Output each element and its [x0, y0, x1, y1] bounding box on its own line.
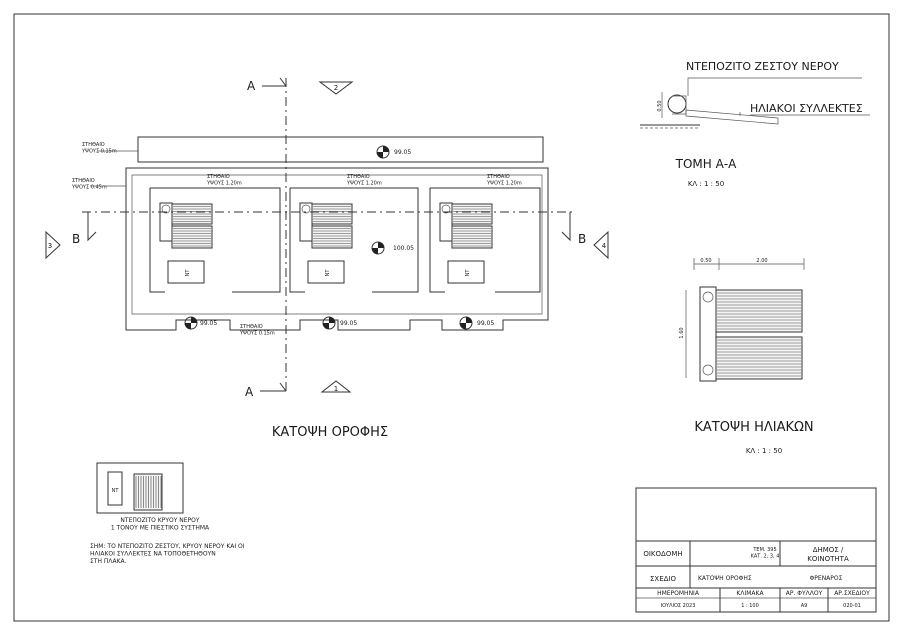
hot-water-tank-label: ΝΤΕΠΟΖΙΤΟ ΖΕΣΤΟΥ ΝΕΡΟΥ	[686, 60, 839, 73]
svg-text:100.05: 100.05	[393, 245, 414, 252]
view-marker-1: 1	[320, 380, 352, 393]
section-arrow-b-right	[561, 212, 571, 242]
unit1-parapet	[149, 187, 281, 293]
tb-drawing-label: ΣΧΕΔΙΟ	[650, 575, 676, 583]
tb-municipality-label: ΔΗΜΟΣ /ΚΟΙΝΟΤΗΤΑ	[807, 546, 849, 563]
tb-municipality-value: ΦΡΕΝΑΡΟΣ	[810, 575, 843, 582]
tb-scale-label: ΚΛΙΜΑΚΑ	[736, 590, 764, 597]
tb-drawing-no-label: ΑΡ.ΣΧΕΔΙΟΥ	[834, 590, 870, 597]
section-arrow-b-left	[87, 212, 97, 242]
svg-text:3: 3	[48, 242, 52, 250]
tb-scale-value: 1 : 100	[741, 603, 759, 609]
tank-label-1: NT	[185, 269, 191, 277]
sheet-border	[13, 13, 890, 622]
level-symbol-center: 100.05	[371, 241, 414, 255]
dim-panels: 2.00	[756, 258, 767, 264]
section-scale: ΚΛ : 1 : 50	[688, 180, 724, 188]
tb-building-label: ΟΙΚΟΔΟΜΗ	[643, 550, 682, 558]
unit2-parapet	[289, 187, 419, 293]
unit3-parapet	[429, 187, 541, 293]
section-arrow-a-bottom	[260, 382, 287, 392]
section-title: ΤΟΜΗ Α-Α	[675, 157, 738, 171]
section-marker-b-left: B	[72, 232, 80, 246]
tb-drawing-value: ΚΑΤΟΨΗ ΟΡΟΦΗΣ	[698, 575, 752, 582]
roof-plan: NT NT NT A A B B 2 1 3 4	[45, 77, 609, 440]
svg-text:99.05: 99.05	[477, 320, 494, 327]
solar-plan-title: ΚΑΤΟΨΗ ΗΛΙΑΚΩΝ	[694, 420, 813, 435]
tank-unit3	[447, 260, 485, 284]
roof-plan-title: ΚΑΤΟΨΗ ΟΡΟΦΗΣ	[272, 425, 388, 440]
tank-unit1	[167, 260, 205, 284]
svg-text:99.05: 99.05	[394, 149, 411, 156]
tb-drawing-no-value: 020-01	[843, 603, 861, 609]
panel-hatching	[173, 206, 491, 247]
svg-text:1: 1	[334, 385, 338, 393]
legend-tank-label: NT	[112, 488, 120, 494]
section-aa: 0.50 ΝΤΕΠΟΖΙΤΟ ΖΕΣΤΟΥ ΝΕΡΟΥ ΗΛΙΑΚΟΙ ΣΥΛΛ…	[640, 60, 870, 188]
svg-text:2: 2	[334, 84, 338, 92]
placement-note: ΣΗΜ: ΤΟ ΝΤΕΠΟΖΙΤΟ ΖΕΣΤΟΥ, ΚΡΥΟΥ ΝΕΡΟΥ ΚΑ…	[90, 543, 245, 565]
view-marker-3: 3	[45, 230, 61, 260]
level-symbol-bottom-2: 99.05	[322, 316, 357, 330]
tank-label-2: NT	[325, 269, 331, 277]
dim-depth: 1.60	[679, 327, 685, 338]
dim-tank: 0.50	[700, 258, 711, 264]
solar-plan: 0.50 2.00 1.60 ΚΑΤΟΨΗ ΗΛΙΑΚΩΝ ΚΛ : 1 : 5…	[679, 258, 814, 455]
svg-text:4: 4	[602, 242, 607, 250]
collector-section	[685, 109, 779, 125]
tank-unit2	[307, 260, 345, 284]
tb-date-value: ΙΟΥΛΙΟΣ 2023	[661, 603, 696, 609]
level-symbol-top: 99.05	[376, 145, 411, 159]
view-marker-2: 2	[318, 81, 354, 95]
section-marker-a-top: A	[247, 79, 256, 93]
section-arrow-a-top	[262, 77, 287, 87]
level-symbol-bottom-3: 99.05	[459, 316, 494, 330]
hot-water-tank-symbol	[667, 94, 687, 114]
tb-sheet-value: Α9	[801, 603, 808, 609]
roof-outline	[125, 167, 549, 331]
section-marker-a-bottom: A	[245, 385, 254, 399]
section-marker-b-right: B	[578, 232, 586, 246]
outer-parapet-line	[137, 136, 544, 163]
svg-text:99.05: 99.05	[200, 320, 217, 327]
level-symbol-bottom-1: 99.05	[184, 316, 217, 330]
tb-sheet-label: ΑΡ. ΦΥΛΛΟΥ	[786, 590, 823, 597]
roof-inner-outline	[131, 174, 543, 315]
svg-text:0.50: 0.50	[657, 100, 663, 111]
solar-collectors-label: ΗΛΙΑΚΟΙ ΣΥΛΛΕΚΤΕΣ	[750, 102, 863, 115]
svg-text:99.05: 99.05	[340, 320, 357, 327]
tank-label-3: NT	[465, 269, 471, 277]
solar-plan-scale: ΚΛ : 1 : 50	[746, 447, 782, 455]
tb-date-label: ΗΜΕΡΟΜΗΝΙΑ	[657, 590, 700, 597]
view-marker-4: 4	[593, 230, 609, 260]
